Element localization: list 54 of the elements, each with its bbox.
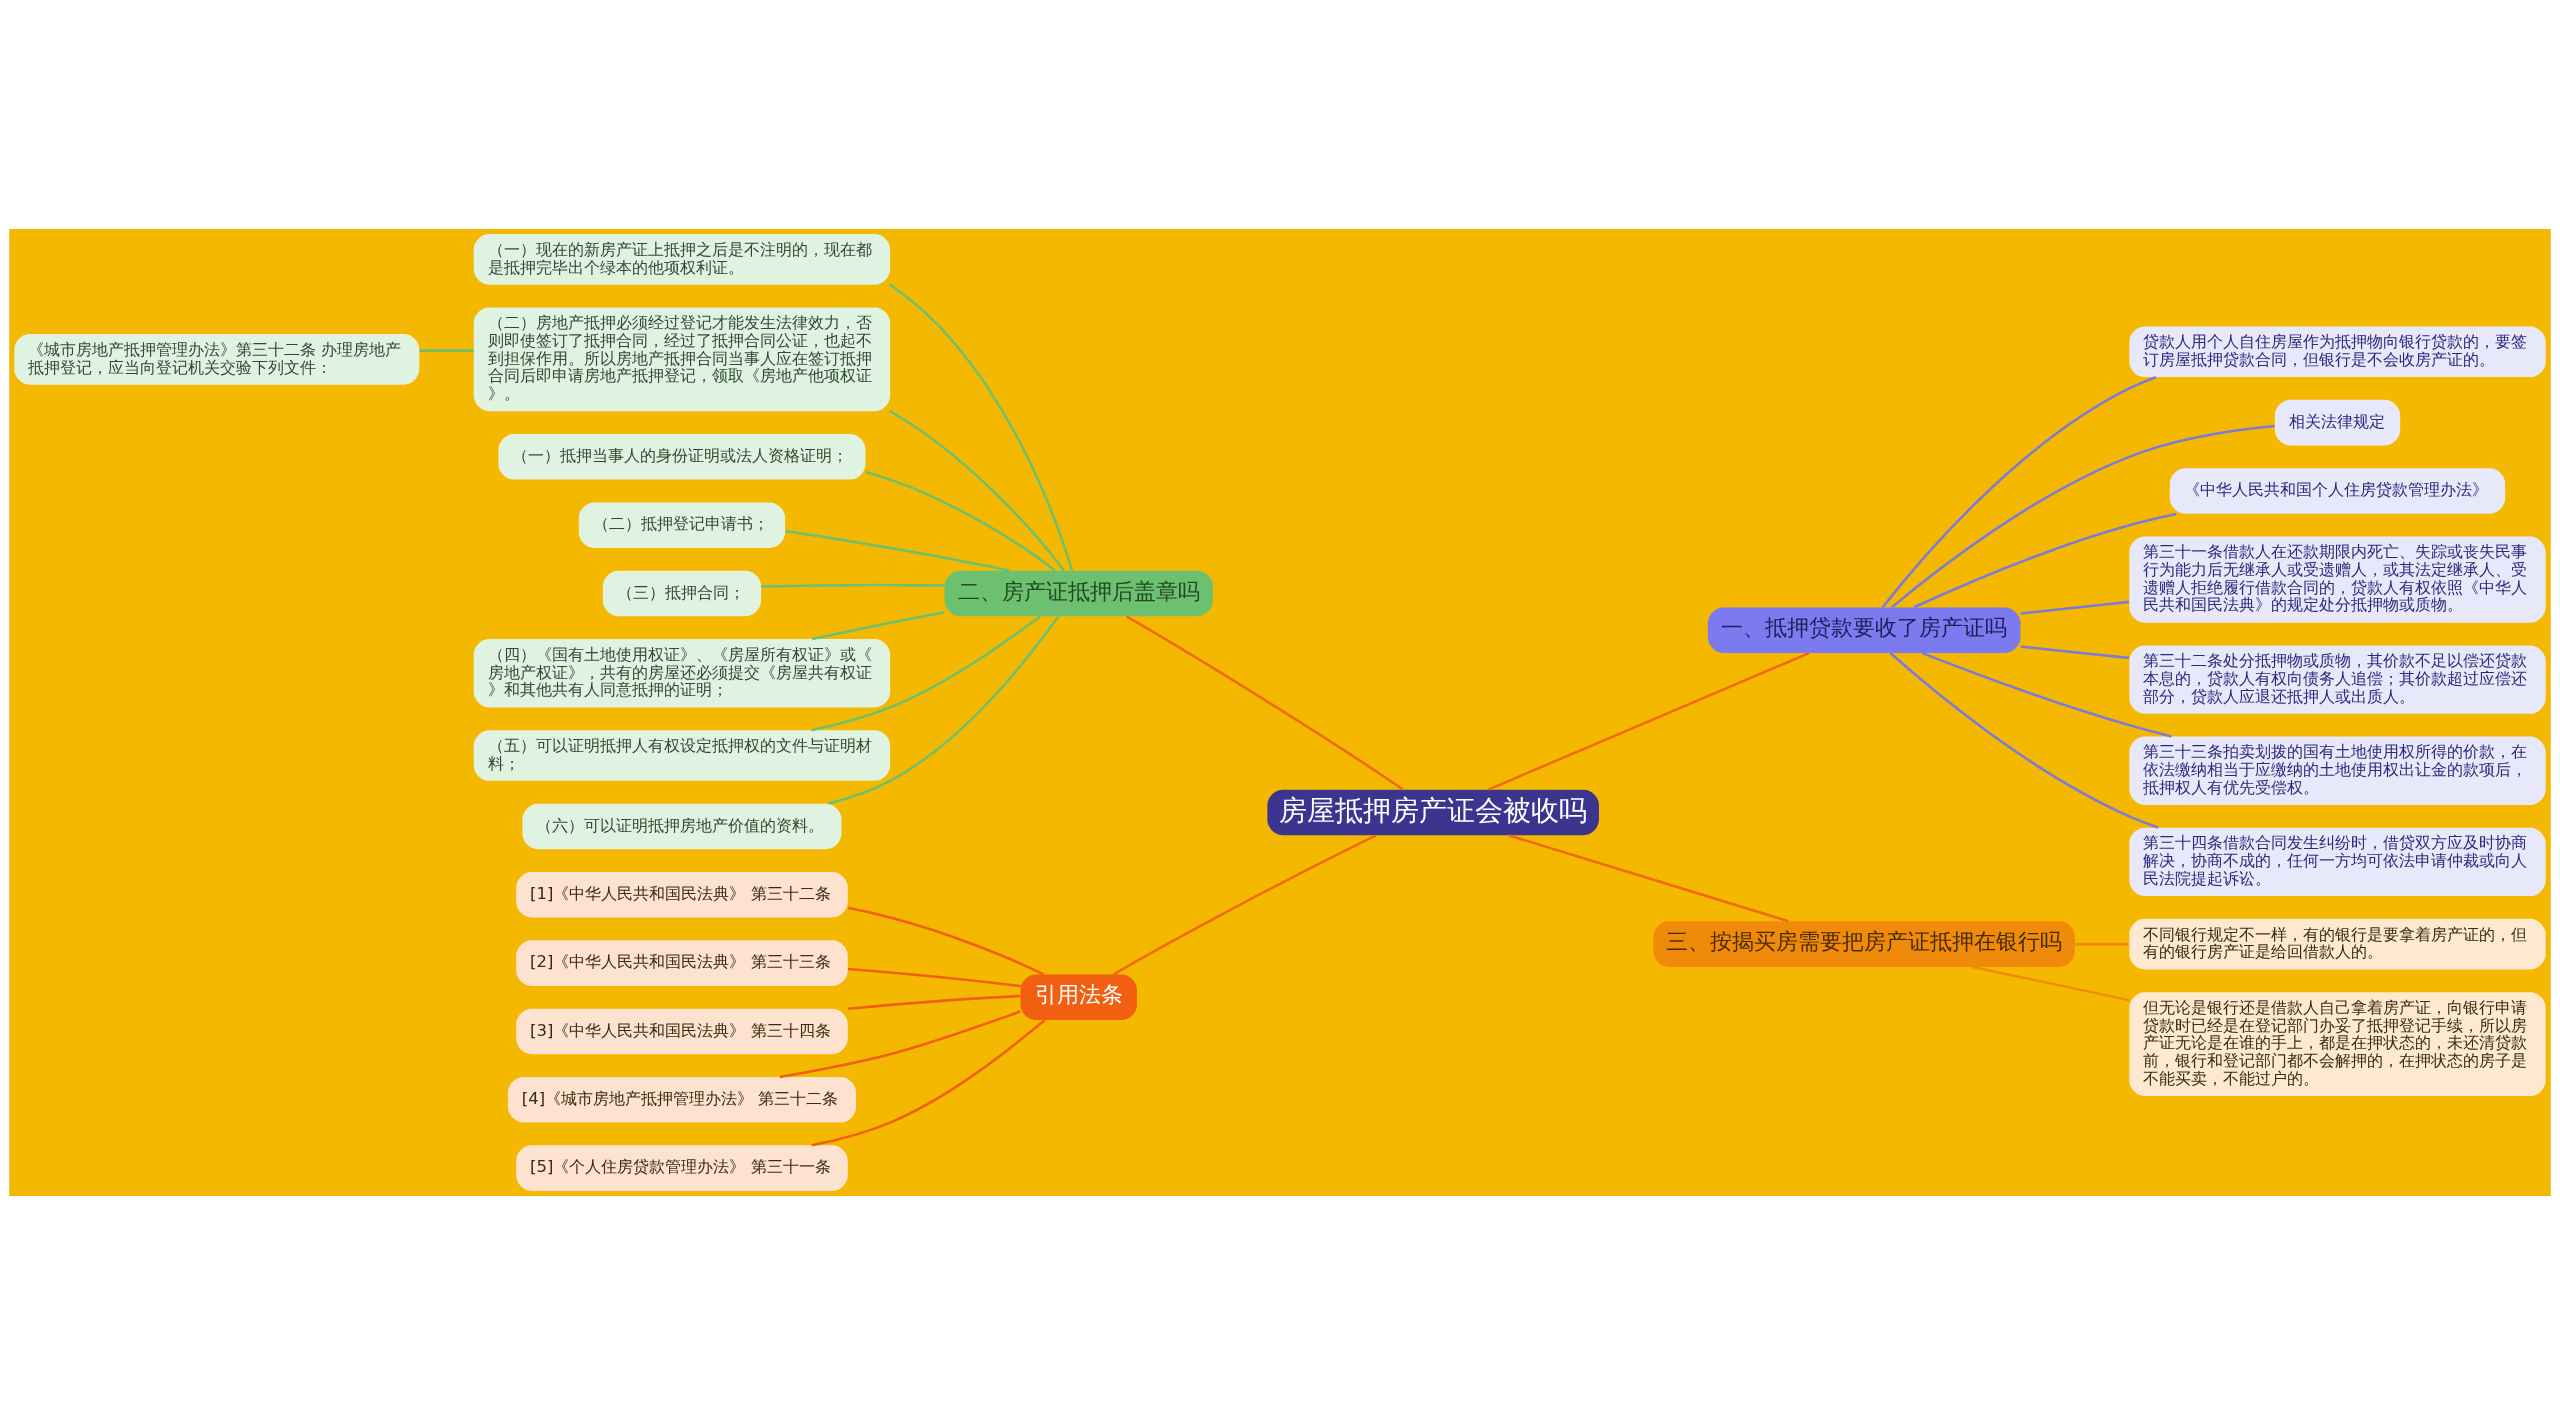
connector: [847, 906, 1045, 975]
node-box: 相关法律规定: [2274, 399, 2401, 445]
node-box: [1]《中华人民共和国民法典》 第三十二条: [516, 871, 848, 918]
node-box: （三）抵押合同；: [602, 570, 762, 616]
node-box: （四）《国有土地使用权证》、《房屋所有权证》或《房地产权证》，共有的房屋还必须提交《房屋共有权证》和其他共有人同意抵押的证明；: [473, 638, 891, 707]
node-box: [2]《中华人民共和国民法典》 第三十三条: [516, 939, 848, 986]
connector: [1913, 512, 2177, 608]
node-box: [5]《个人住房贷款管理办法》 第三十一条: [516, 1144, 848, 1191]
node-box: （五）可以证明抵押人有权设定抵押权的文件与证明材料；: [473, 729, 891, 781]
connector: [2020, 644, 2130, 659]
node-box: （一）抵押当事人的身份证明或法人资格证明；: [498, 433, 866, 480]
node-box: 但无论是银行还是借款人自己拿着房产证，向银行申请贷款时已经是在登记部门办妥了抵押登记手续，所以房产证无论是在谁的手上，都是在押状态的，未还清贷款前，银行和登记部门都不会解押的，在押状态的房子是不能买卖，不能过户的。: [2129, 991, 2546, 1096]
connector: [811, 1018, 1046, 1147]
connector: [848, 994, 1021, 1010]
connector: [828, 615, 1060, 805]
node-box: 不同银行规定不一样，有的银行是要拿着房产证的，但有的银行房产证是给回借款人的。: [2129, 918, 2546, 969]
node-box: 三、按揭买房需要把房产证抵押在银行吗: [1653, 920, 2075, 967]
connector: [888, 282, 1074, 571]
connector: [1972, 965, 2130, 1001]
connector: [865, 470, 1056, 572]
node-box: （一）现在的新房产证上抵押之后是不注明的，现在都是抵押完毕出个绿本的他项权利证。: [473, 233, 891, 285]
connector: [1508, 833, 1789, 922]
node-box: 《城市房地产抵押管理办法》第三十二条 办理房地产抵押登记，应当向登记机关交验下列文件：: [14, 333, 420, 385]
node-box: （二）房地产抵押必须经过登记才能发生法律效力，否则即使签订了抵押合同，经过了抵押合同公证，也起不到担保作用。所以房地产抵押合同当事人应在签订抵押合同后即申请房地产抵押登记，领取《房地产他项权证》。: [473, 306, 891, 411]
connector: [1889, 651, 2159, 829]
connector: [2020, 600, 2130, 615]
connector: [811, 614, 1042, 731]
node-box: （二）抵押登记申请书；: [578, 501, 786, 548]
connector: [1125, 614, 1404, 790]
node-box: 《中华人民共和国个人住房贷款管理办法》: [2169, 467, 2506, 514]
node-box: 引用法条: [1020, 974, 1137, 1020]
connector: [848, 967, 1021, 987]
node-box: 房屋抵押房产证会被收吗: [1267, 789, 1599, 835]
connector: [812, 610, 945, 640]
connector: [785, 529, 1010, 572]
connector: [2075, 942, 2129, 945]
node-box: 二、房产证抵押后盖章吗: [944, 570, 1213, 616]
node-box: 第三十二条处分抵押物或质物，其价款不足以偿还贷款本息的，贷款人有权向债务人追偿；其价款超过应偿还部分，贷款人应退还抵押人或出质人。: [2129, 644, 2546, 714]
connector: [761, 583, 945, 588]
node-box: （六）可以证明抵押房地产价值的资料。: [522, 803, 842, 849]
connector: [419, 349, 474, 352]
connector: [1921, 651, 2172, 738]
connector: [1890, 424, 2275, 608]
connector: [1881, 375, 2157, 608]
connector: [1487, 651, 1810, 791]
node-box: [4]《城市房地产抵押管理办法》 第三十二条: [507, 1076, 856, 1123]
node-box: 第三十三条拍卖划拨的国有土地使用权所得的价款，在依法缴纳相当于应缴纳的土地使用权出让金的款项后，抵押权人有优先受偿权。: [2129, 736, 2546, 805]
node-box: 一、抵押贷款要收了房产证吗: [1707, 606, 2021, 653]
node-box: 第三十一条借款人在还款期限内死亡、失踪或丧失民事行为能力后无继承人或受遗赠人，或其法定继承人、受遗赠人拒绝履行借款合同的，贷款人有权依照《中华人民共和国民法典》的规定处分抵押物或质物。: [2129, 536, 2546, 623]
connector: [1112, 833, 1377, 976]
node-box: 贷款人用个人自住房屋作为抵押物向银行贷款的，要签订房屋抵押贷款合同，但银行是不会收房产证的。: [2129, 325, 2546, 377]
node-box: 第三十四条借款合同发生纠纷时，借贷双方应及时协商解决，协商不成的，任何一方均可依法申请仲裁或向人民法院提起诉讼。: [2129, 827, 2546, 896]
node-box: [3]《中华人民共和国民法典》 第三十四条: [516, 1008, 848, 1054]
connector: [888, 409, 1065, 571]
